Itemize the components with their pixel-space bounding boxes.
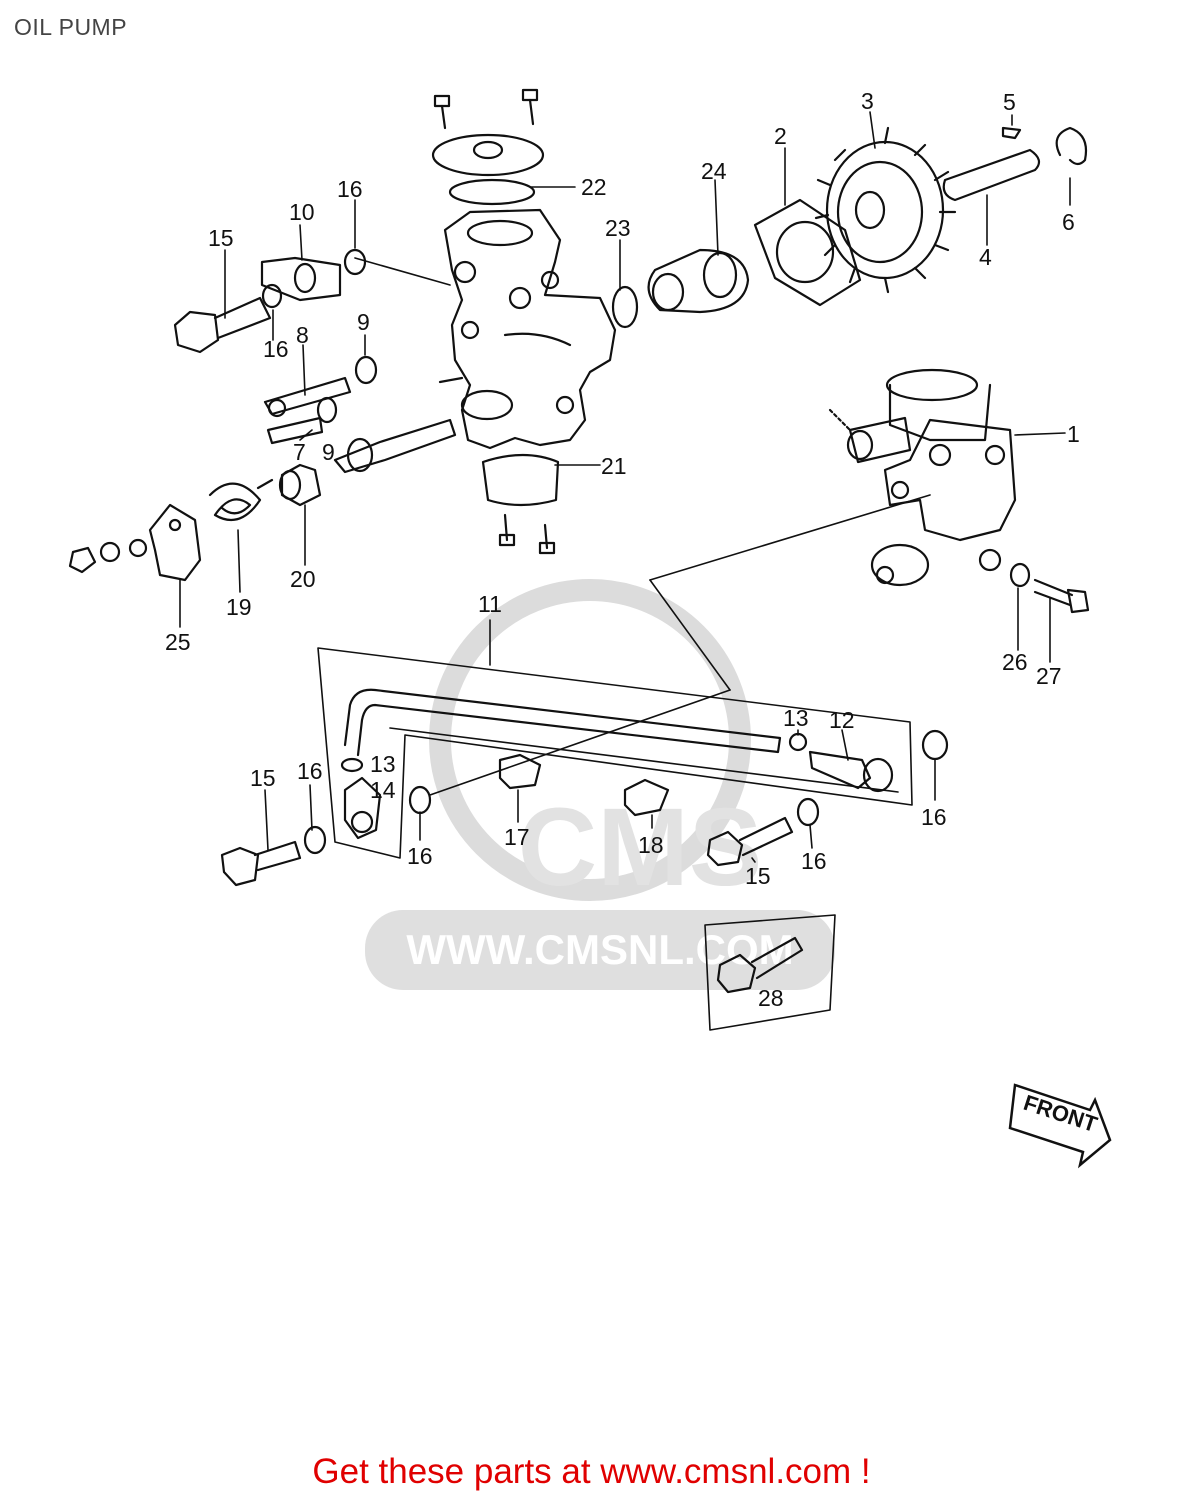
hose-frame-11 [317, 647, 913, 859]
callout-11: 11 [478, 591, 502, 617]
callout-7: 7 [293, 439, 306, 465]
bolt-15-top [173, 310, 220, 354]
callout-21: 21 [601, 453, 627, 479]
callout-24: 24 [701, 158, 727, 184]
callout-10: 10 [289, 199, 315, 225]
bolt-28 [716, 936, 804, 994]
washer-16-b [343, 248, 367, 276]
washer-16-d [303, 825, 327, 855]
leader-lines [179, 111, 1071, 863]
callout-20: 20 [290, 566, 316, 592]
watermark-url: WWW.CMSNL.COM [406, 926, 793, 973]
spring-19 [208, 478, 274, 522]
bolt-27 [1033, 578, 1074, 607]
clamp-17 [498, 753, 542, 790]
pump-assembled-right [828, 368, 1017, 587]
gear-3 [814, 126, 957, 294]
callout-19: 19 [226, 594, 252, 620]
washer-9-a [354, 355, 378, 385]
callout-14: 14 [370, 777, 396, 803]
callout-9-b: 9 [322, 439, 335, 465]
key-5 [1001, 126, 1022, 140]
gasket-2 [753, 198, 862, 307]
callout-18: 18 [638, 832, 664, 858]
shaft-4 [942, 148, 1041, 202]
pump-body-center [438, 208, 617, 450]
fitting-12 [808, 750, 872, 790]
washer-9-b [316, 396, 338, 424]
bolt-15-mid [706, 816, 794, 867]
callout-4: 4 [979, 244, 992, 270]
callout-15-c: 15 [745, 863, 771, 889]
callout-13-a: 13 [783, 705, 809, 731]
lever-25 [148, 503, 202, 582]
clip-13-a [340, 757, 364, 773]
callout-27: 27 [1036, 663, 1062, 689]
circlip-6 [1055, 126, 1088, 166]
page-title: OIL PUMP [14, 14, 128, 40]
banjo-14 [343, 776, 382, 840]
callout-16-b: 16 [263, 336, 289, 362]
callout-16-f: 16 [921, 804, 947, 830]
callout-6: 6 [1062, 209, 1075, 235]
washer-16-e [921, 729, 949, 761]
top-screws [433, 88, 539, 130]
front-arrow: FRONT [1008, 1083, 1112, 1169]
shaft-spindle [333, 418, 457, 474]
washer-16-a [261, 283, 283, 309]
bearing-24 [647, 248, 750, 314]
washer-16-c [408, 785, 432, 815]
callout-23: 23 [605, 215, 631, 241]
callout-15-b: 15 [250, 765, 276, 791]
callout-1: 1 [1067, 421, 1080, 447]
callout-13-b: 13 [370, 751, 396, 777]
callout-22: 22 [581, 174, 607, 200]
callout-16-c: 16 [297, 758, 323, 784]
watermark: WWW.CMSNL.COM CMS [365, 579, 835, 990]
bolt-28-frame [704, 914, 836, 1031]
clip-13-b [788, 732, 808, 752]
callout-8: 8 [296, 322, 309, 348]
callout-2: 2 [774, 123, 787, 149]
bolt-8 [263, 376, 352, 416]
seal-21 [481, 453, 560, 507]
callout-9-a: 9 [357, 309, 370, 335]
exploded-parts-diagram: WWW.CMSNL.COM CMS [68, 88, 1112, 1169]
clamp-18 [623, 778, 670, 817]
callout-28: 28 [758, 985, 784, 1011]
pin-7 [266, 416, 324, 445]
o-ring-22 [448, 178, 536, 206]
cover-plate [431, 133, 545, 177]
callout-5: 5 [1003, 89, 1016, 115]
fitting-10 [260, 256, 342, 302]
watermark-logo: CMS [518, 786, 762, 909]
callout-3: 3 [861, 88, 874, 114]
callout-16-a: 16 [337, 176, 363, 202]
callout-12: 12 [829, 707, 855, 733]
ring-23 [611, 285, 639, 329]
callout-25: 25 [165, 629, 191, 655]
bolt-15-bottom [220, 840, 302, 887]
callout-16-e: 16 [801, 848, 827, 874]
callout-16-d: 16 [407, 843, 433, 869]
footer-link[interactable]: Get these parts at www.cmsnl.com ! [312, 1452, 871, 1491]
oil-hose-11 [343, 688, 782, 757]
callout-15-a: 15 [208, 225, 234, 251]
callout-17: 17 [504, 824, 530, 850]
callout-numbers: 1 2 3 4 5 6 7 8 9 9 10 11 12 13 13 14 15… [165, 88, 1080, 1011]
washer-16-f [796, 797, 820, 827]
callout-26: 26 [1002, 649, 1028, 675]
